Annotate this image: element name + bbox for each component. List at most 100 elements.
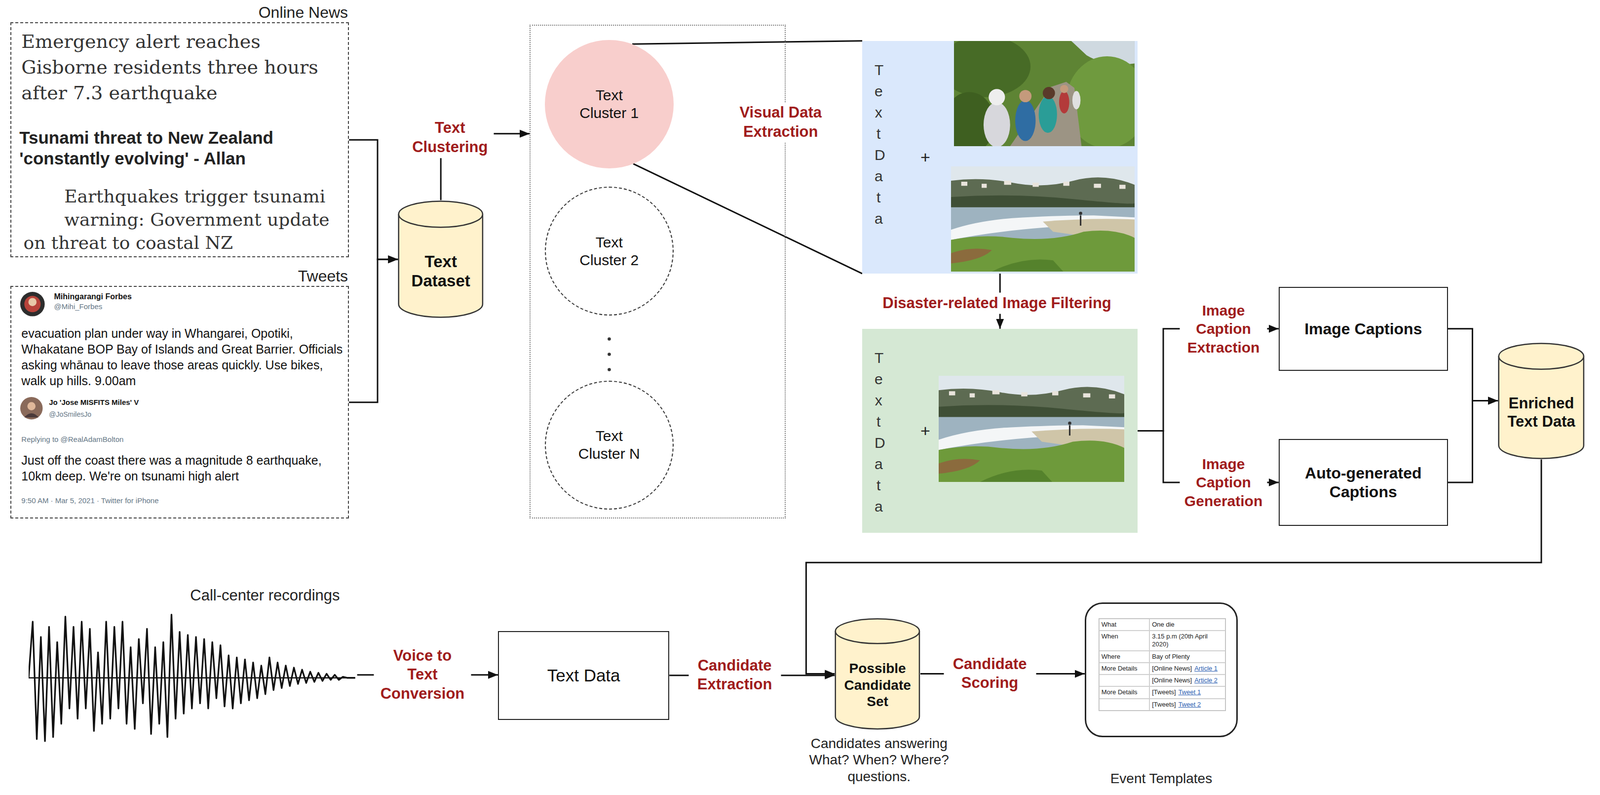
thumbnail-gap	[23, 184, 65, 229]
table-cell: 3.15 p.m (20th April 2020)	[1149, 630, 1226, 651]
illustration-part	[607, 352, 611, 356]
reply-note: Replying to @RealAdamBolton	[21, 434, 124, 444]
table-cell: More Details	[1099, 662, 1150, 675]
panel-heading: Tweets	[298, 266, 348, 286]
beach-photo	[938, 375, 1125, 482]
process-box: Text Data	[497, 630, 670, 720]
flow-arrow	[1447, 400, 1498, 483]
table-cell: More Details	[1099, 685, 1150, 698]
illustration-part	[20, 291, 45, 317]
database-cylinder: Possible Candidate Set	[834, 617, 921, 730]
table-text: [Tweets]	[1151, 700, 1176, 708]
tweet-author: Jo 'Jose MISFITS Miles' V	[48, 397, 139, 407]
illustration-part	[1042, 86, 1056, 100]
table-cell	[1099, 698, 1150, 711]
cluster-circle: Text Cluster 2	[544, 186, 674, 316]
store-label: Text Dataset	[403, 251, 478, 291]
illustration-part	[1015, 100, 1036, 142]
table-text: [Tweets]	[1151, 687, 1176, 696]
flow-label: Visual Data Extraction	[730, 102, 831, 143]
table-text: Bay of Plenty	[1151, 652, 1190, 660]
illustration-part	[1019, 89, 1032, 103]
table-text: 3.15 p.m (20th April 2020)	[1151, 632, 1208, 648]
flow-label: Image Caption Generation	[1180, 453, 1268, 512]
illustration-part	[28, 614, 356, 741]
table-link: Tweet 1	[1178, 687, 1202, 696]
ellipsis-dots	[602, 331, 617, 378]
table-cell: One die	[1149, 618, 1226, 631]
process-box: Image Captions	[1278, 286, 1448, 371]
source-panel: Online NewsEmergency alert reaches Gisbo…	[10, 22, 349, 258]
table-cell: [Tweets]Tweet 2	[1149, 698, 1226, 711]
flow-label: Candidate Scoring	[943, 653, 1036, 694]
flow-arrow	[1447, 328, 1498, 401]
table-link: Article 1	[1194, 664, 1218, 672]
audio-source: Call-center recordings	[28, 587, 358, 762]
illustration-part	[1010, 81, 1082, 146]
cluster-label: Text Cluster 1	[574, 86, 644, 122]
table-text: More Details	[1101, 687, 1138, 696]
table-cell: Bay of Plenty	[1149, 650, 1226, 663]
illustration-part	[607, 367, 611, 372]
table-cell: [Tweets]Tweet 1	[1149, 685, 1226, 698]
table-text: [Online News]	[1151, 664, 1192, 672]
cluster-label: Text Cluster 2	[574, 233, 644, 269]
plus-sign: +	[920, 420, 931, 441]
illustration-part	[27, 402, 37, 411]
plus-sign: +	[920, 147, 931, 168]
database-cylinder: Text Dataset	[397, 199, 484, 319]
flow-label: Disaster-related Image Filtering	[879, 292, 1114, 314]
flow-arrow	[348, 139, 398, 260]
template-table: WhatOne dieWhen3.15 p.m (20th April 2020…	[1098, 617, 1226, 711]
data-panel: Text Data +	[862, 328, 1138, 534]
table-cell: [Online News]Article 2	[1149, 674, 1226, 686]
flow-label: Image Caption Extraction	[1180, 300, 1268, 358]
illustration-part	[953, 40, 1031, 98]
illustration-part	[938, 375, 1125, 482]
table-cell: [Online News]Article 1	[1149, 662, 1226, 675]
box-label: Image Captions	[1304, 319, 1422, 339]
source-panel: TweetsMihingarangi Forbes@Mihi_Forbeseva…	[10, 285, 349, 519]
illustration-part	[607, 337, 611, 341]
table-text: What	[1101, 620, 1117, 628]
tweet-text: evacuation plan under way in Whangarei, …	[21, 325, 346, 389]
avatar	[20, 291, 45, 317]
avatar	[20, 396, 43, 420]
tweet-author: Mihingarangi Forbes	[54, 291, 132, 302]
table-link: Tweet 2	[1178, 700, 1202, 708]
news-headline: Tsunami threat to New Zealand 'constantl…	[19, 127, 301, 169]
flow-arrow	[348, 259, 398, 402]
vertical-label: Text Data	[874, 59, 883, 229]
table-cell	[1099, 674, 1150, 686]
template-caption: Event Templates	[1086, 769, 1237, 787]
box-label: Text Data	[547, 664, 621, 686]
illustration-part	[1072, 90, 1081, 110]
illustration-part	[1060, 84, 1069, 94]
beach-photo	[951, 166, 1135, 272]
flow-label: Voice to Text Conversion	[373, 645, 471, 705]
table-cell: Where	[1099, 650, 1150, 663]
table-text: [Online News]	[1151, 676, 1192, 684]
cluster-circle: Text Cluster 1	[544, 39, 674, 169]
panel-heading: Online News	[258, 2, 348, 22]
store-label: Possible Candidate Set	[840, 659, 915, 710]
cylinder-body	[1498, 355, 1584, 458]
source-label: Call-center recordings	[190, 585, 340, 605]
news-headline: Emergency alert reaches Gisborne residen…	[21, 28, 338, 106]
cluster-label: Text Cluster N	[574, 426, 644, 463]
tweet-handle: @Mihi_Forbes	[54, 302, 103, 311]
tweet-handle: @JoSmilesJo	[48, 410, 92, 419]
illustration-part	[20, 396, 43, 420]
data-panel: Text Data +	[862, 40, 1138, 274]
vertical-label: Text Data	[874, 346, 883, 517]
tweet-meta: 9:50 AM · Mar 5, 2021 · Twitter for iPho…	[21, 495, 159, 505]
cylinder-top	[1498, 342, 1584, 369]
hikers-photo	[953, 40, 1135, 147]
table-cell: What	[1099, 618, 1150, 631]
store-label: Enriched Text Data	[1507, 393, 1576, 431]
box-label: Auto-generated Captions	[1289, 463, 1438, 502]
illustration-part	[951, 166, 1135, 272]
cluster-panel: Text Cluster 1 Text Cluster 2 Text Cluster…	[529, 24, 786, 519]
illustration-part	[988, 88, 1005, 106]
